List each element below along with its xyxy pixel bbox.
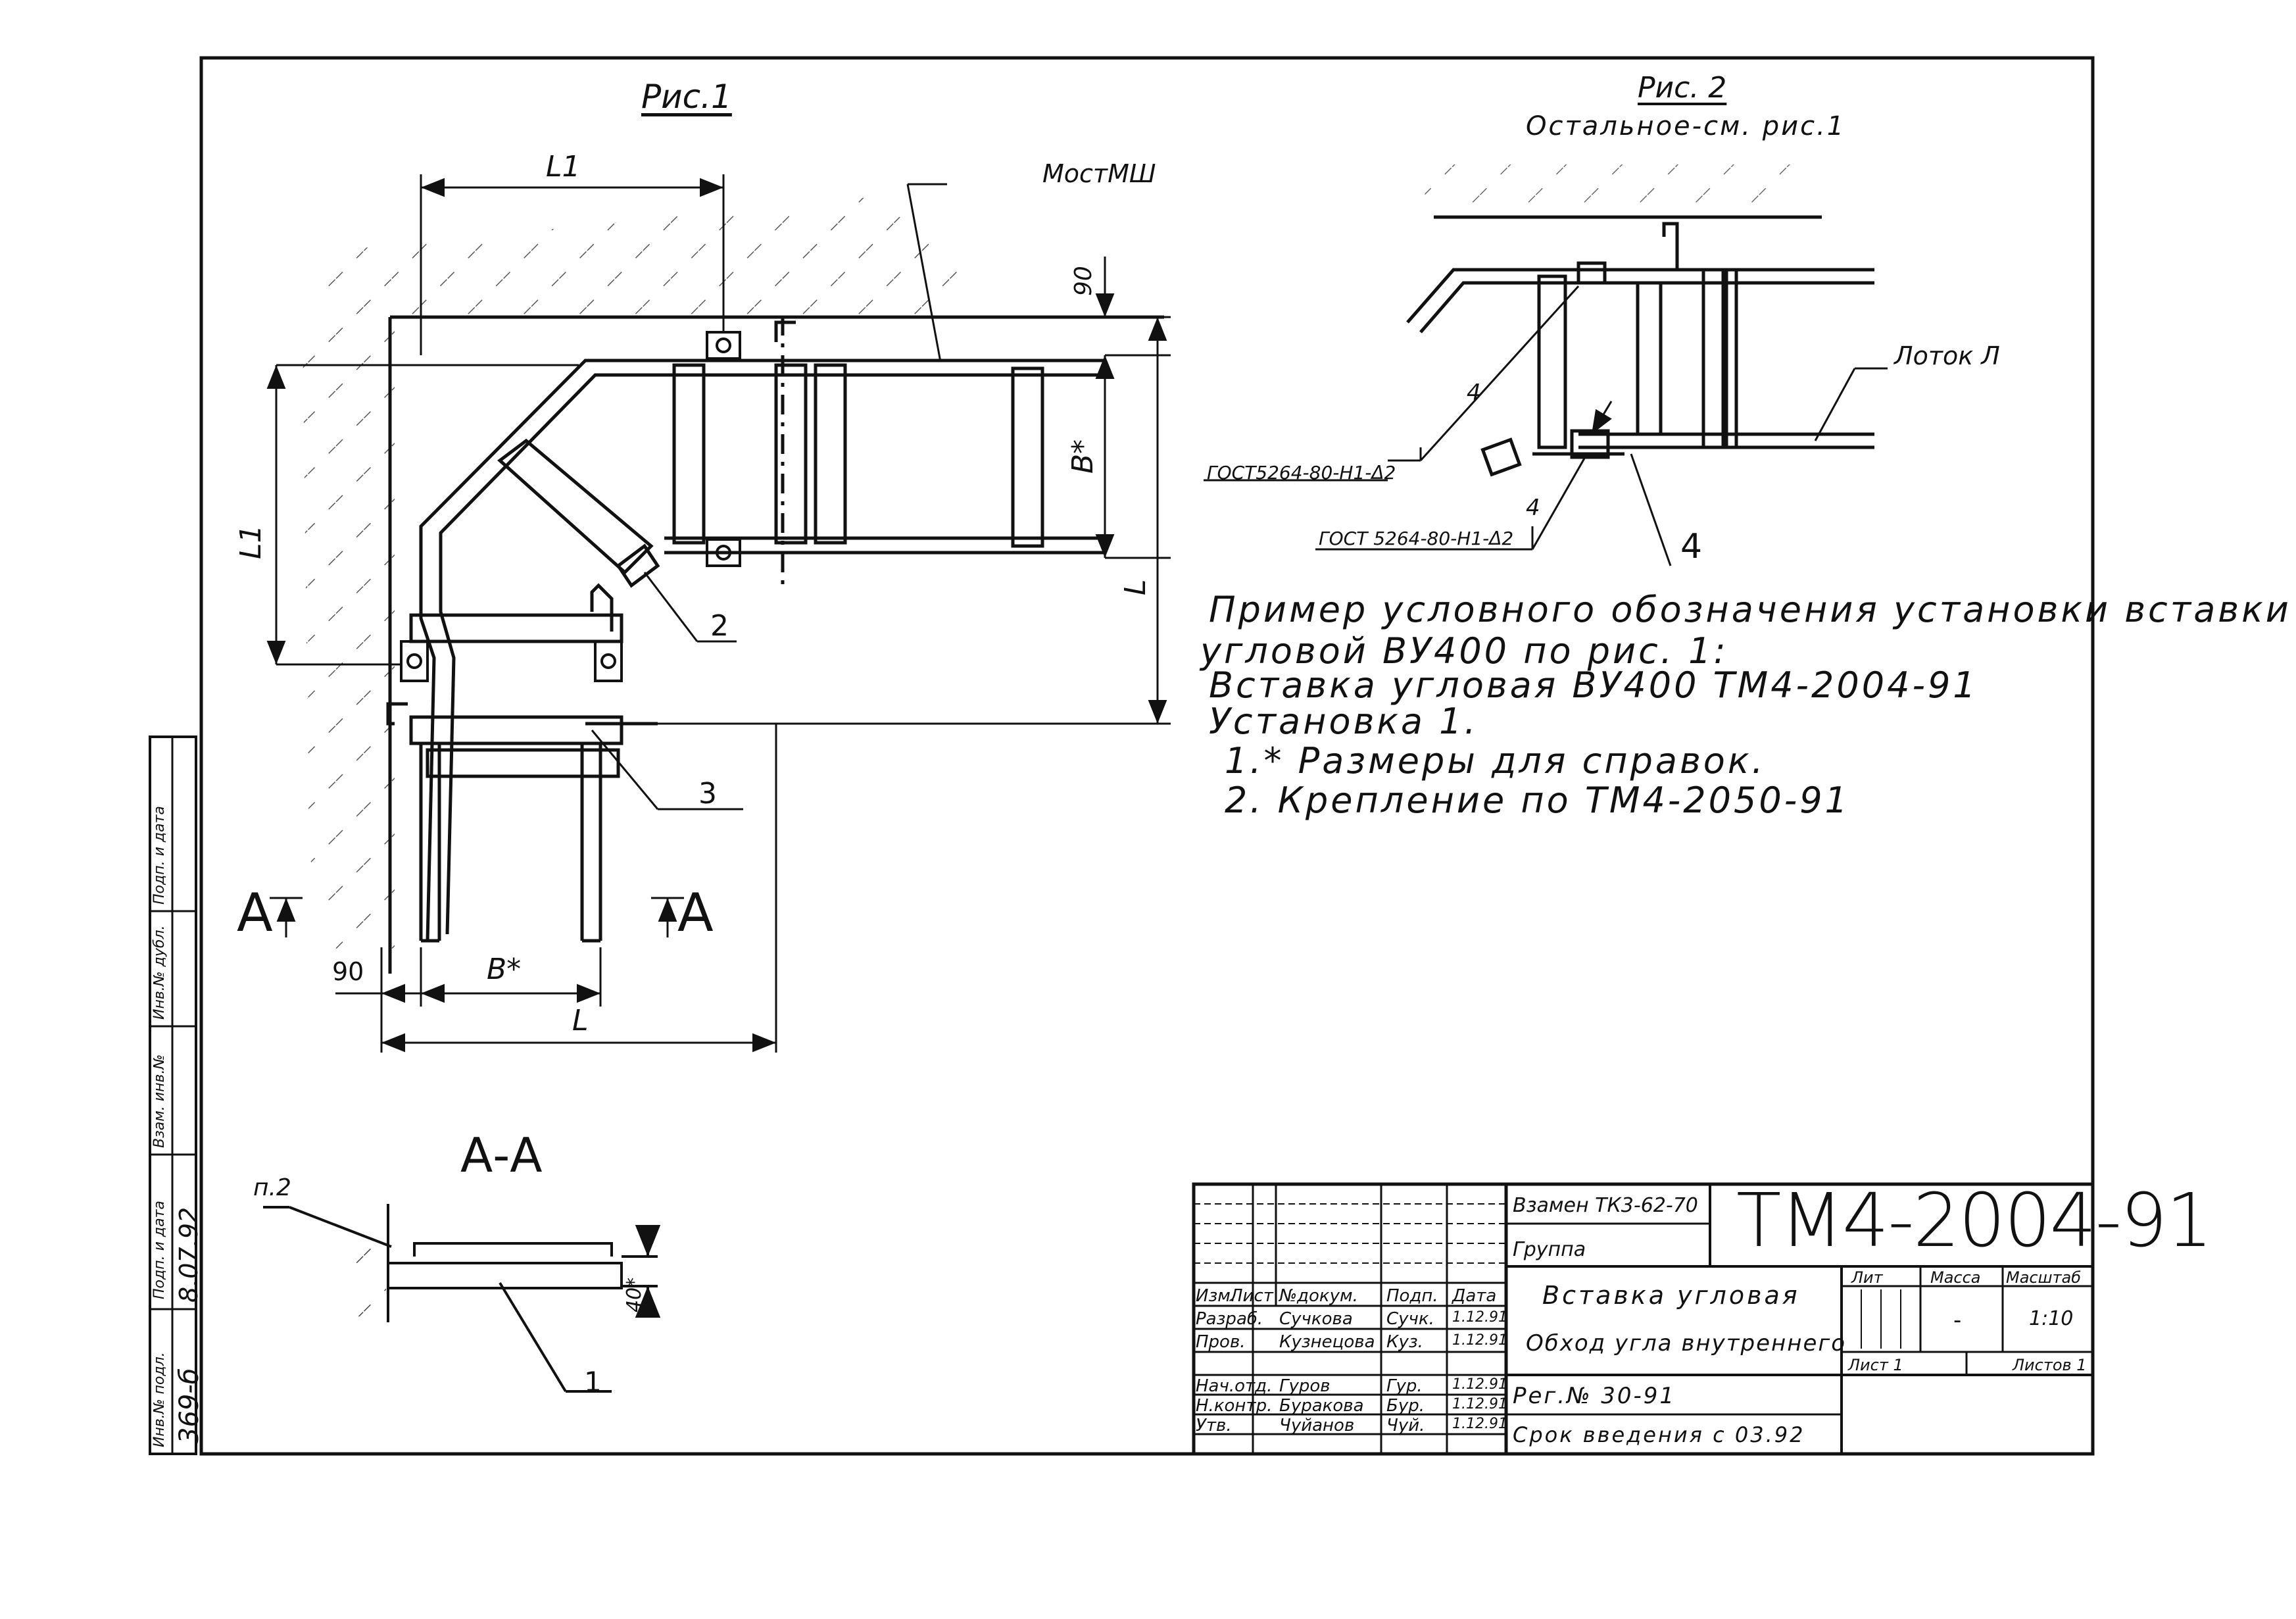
fig2-weld-leg-1: 4: [1467, 380, 1481, 406]
fig1-dim-l-right: L: [1119, 579, 1152, 595]
stamp-col-4: Инв.№ дубл.: [151, 925, 168, 1020]
side-stamp-grid: [149, 735, 197, 1455]
tb-row-name: Кузнецова: [1279, 1332, 1375, 1352]
tb-row-name: Чуйанов: [1279, 1416, 1355, 1435]
tb-sheet-label: Лист 1: [1848, 1356, 1903, 1374]
fig1-dim-90-bottom: 90: [332, 957, 364, 986]
tb-header-lit: Лит: [1851, 1268, 1883, 1287]
stamp-date: 8.07.92: [174, 1207, 203, 1303]
tb-row-name: Гуров: [1279, 1376, 1331, 1396]
note-line-2: угловой ВУ400 по рис. 1:: [1200, 630, 1728, 672]
tb-row-date: 1.12.91: [1452, 1396, 1507, 1412]
fig1-bridge-label: МостМШ: [1042, 159, 1156, 188]
tb-row-sign: Гур.: [1386, 1376, 1423, 1396]
tb-row-name: Буракова: [1279, 1396, 1364, 1416]
fig1-dim-90-top: 90: [1070, 266, 1097, 296]
tb-name-line-1: Вставка угловая: [1542, 1281, 1800, 1310]
fig1-wall-hatching: [303, 197, 973, 974]
stamp-col-5: Подп. и дата: [151, 806, 168, 905]
stamp-col-1: Инв.№ подл.: [151, 1352, 168, 1447]
fig2-drawing: [1406, 215, 1874, 477]
note-line-1: Пример условного обозначения установки в…: [1209, 589, 2291, 630]
tb-replaces: Взамен ТК3-62-70: [1513, 1194, 1698, 1217]
fig2-title: Рис. 2: [1638, 71, 1727, 105]
fig1-dim-l1-top: L1: [546, 150, 581, 184]
tb-col-docnum: №докум.: [1279, 1286, 1358, 1306]
tb-col-change: Изм.: [1196, 1286, 1236, 1306]
section-aa-drawing: [263, 1204, 661, 1393]
tb-row-sign: Куз.: [1386, 1332, 1423, 1352]
fig1-fasteners: [400, 331, 741, 682]
tb-col-sign: Подп.: [1386, 1286, 1438, 1306]
tb-row-sign: Сучк.: [1386, 1309, 1434, 1329]
fig1-callout-3: 3: [698, 777, 717, 810]
tb-group: Группа: [1513, 1238, 1586, 1261]
fig1-title: Рис.1: [641, 78, 732, 116]
sheet-frame: [199, 56, 2095, 1456]
tb-row-role: Разраб.: [1196, 1309, 1263, 1329]
tb-row-name: Сучкова: [1279, 1309, 1353, 1329]
tb-doc-code: ТМ4-2004-91: [1736, 1178, 2213, 1264]
fig1-dim-l-bottom: L: [572, 1004, 589, 1037]
fig1-wall-edges: [388, 315, 1164, 974]
section-aa-callout-1: 1: [584, 1366, 602, 1398]
section-aa-title: А-А: [460, 1128, 543, 1183]
tb-valid-from: Срок введения с 03.92: [1513, 1422, 1805, 1447]
tb-col-date: Дата: [1452, 1286, 1497, 1306]
fig1-section-mark-left: А: [237, 882, 273, 943]
stamp-col-2: Подп. и дата: [151, 1201, 168, 1299]
stamp-inv-no: 369-б: [174, 1368, 205, 1444]
fig1-dim-b-bottom: B*: [487, 953, 522, 986]
fig2-weld-note-1: ГОСТ5264-80-Н1-Δ2: [1207, 462, 1396, 484]
tb-row-role: Нач.отд.: [1196, 1376, 1273, 1396]
tb-name-line-2: Обход угла внутреннего: [1526, 1330, 1847, 1357]
fig1-dim-b-right: B*: [1066, 439, 1100, 474]
fig2-wall-hatching: [1421, 164, 1815, 211]
fig1-dim-l1-left: L1: [234, 524, 268, 559]
tb-row-date: 1.12.91: [1452, 1332, 1507, 1349]
title-block-grid: [1192, 1182, 2095, 1456]
fig1-dimension-lines: [266, 174, 1171, 1053]
tb-header-scale: Масштаб: [2006, 1268, 2082, 1287]
tb-row-role: Утв.: [1196, 1416, 1232, 1435]
fig2-weld-note-2: ГОСТ 5264-80-Н1-Δ2: [1319, 528, 1514, 549]
stamp-col-3: Взам. инв.№: [151, 1054, 168, 1148]
tb-reg-no: Рег.№ 30-91: [1513, 1383, 1676, 1409]
tb-row-date: 1.12.91: [1452, 1309, 1507, 1326]
tb-header-mass: Масса: [1930, 1268, 1981, 1287]
section-aa-callout-p2: п.2: [253, 1174, 291, 1201]
tb-row-date: 1.12.91: [1452, 1416, 1507, 1432]
note-line-3: Вставка угловая ВУ400 ТМ4-2004-91: [1209, 664, 1978, 706]
tb-row-date: 1.12.91: [1452, 1376, 1507, 1393]
tb-mass-value: -: [1953, 1307, 1962, 1333]
note-line-6: 2. Крепление по ТМ4-2050-91: [1225, 780, 1850, 821]
fig2-tray-label: Лоток Л: [1894, 341, 2000, 370]
note-line-5: 1.* Размеры для справок.: [1225, 740, 1766, 782]
tb-row-sign: Чуй.: [1386, 1416, 1425, 1435]
fig2-callout-4: 4: [1680, 527, 1703, 566]
fig1-section-mark-right: А: [677, 882, 714, 943]
fig2-subtitle: Остальное-см. рис.1: [1526, 111, 1846, 141]
fig2-leaders: [1204, 285, 1888, 566]
tb-row-role: Н.контр.: [1196, 1396, 1273, 1416]
tb-row-sign: Бур.: [1386, 1396, 1425, 1416]
tb-scale-value: 1:10: [2029, 1307, 2074, 1330]
tb-sheets-label: Листов 1: [2013, 1356, 2087, 1374]
tb-col-sheet: Лист: [1230, 1286, 1273, 1306]
tb-row-role: Пров.: [1196, 1332, 1246, 1352]
note-line-4: Установка 1.: [1209, 701, 1478, 742]
fig1-tray-frame: [386, 316, 1105, 943]
section-aa-dim-40: 40*: [623, 1277, 646, 1312]
fig1-callout-2: 2: [710, 609, 729, 643]
fig2-weld-leg-2: 4: [1526, 495, 1540, 521]
